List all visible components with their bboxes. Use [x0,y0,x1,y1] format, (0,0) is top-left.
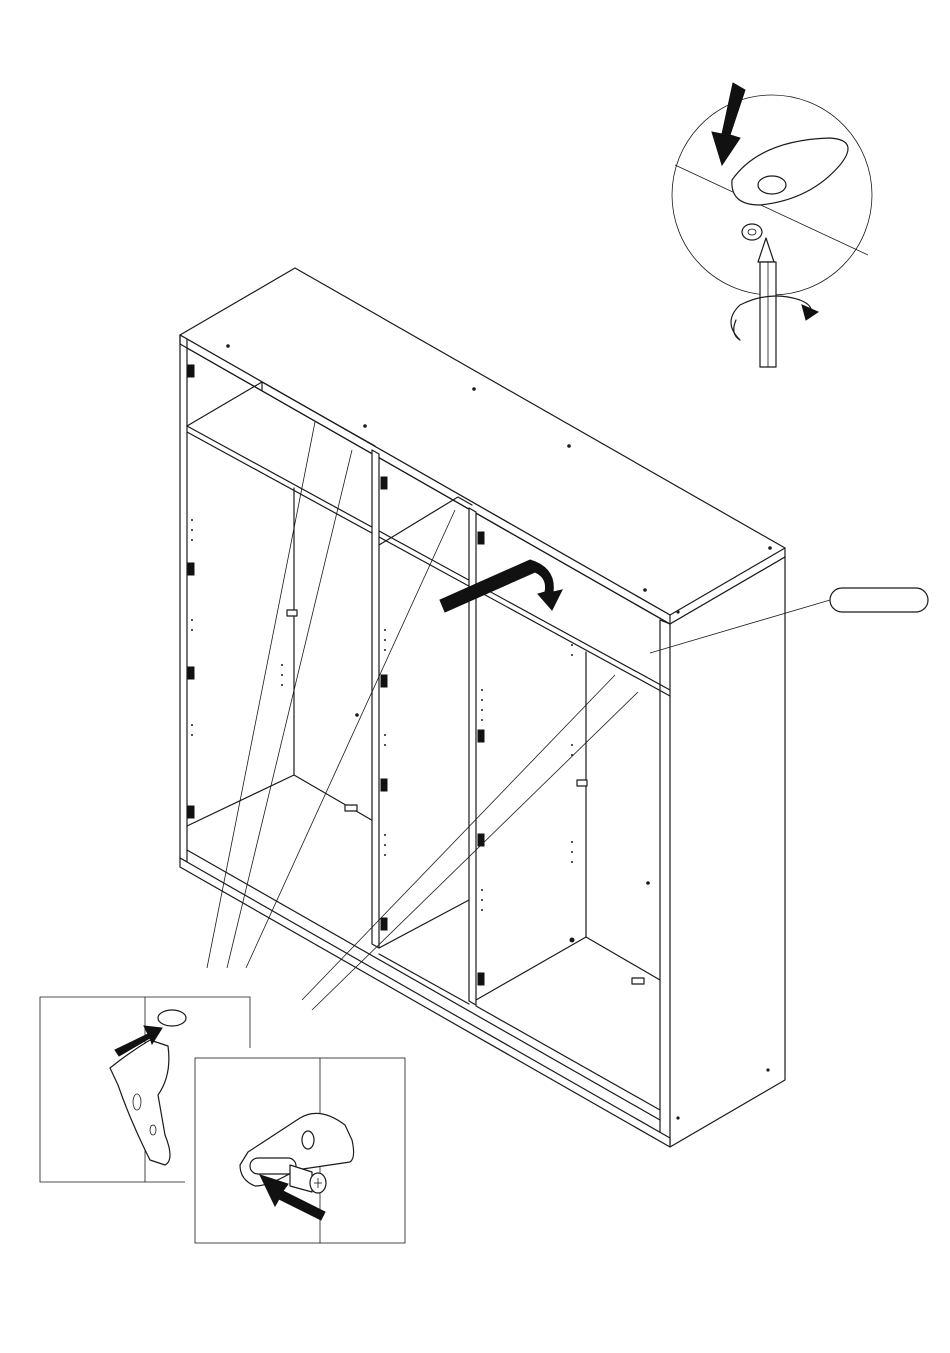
hinge-cap [158,1010,186,1026]
arrow-down-icon [712,83,745,165]
cover-cap [732,138,848,205]
detail-hinge-cap [40,997,250,1182]
cam-screw [742,224,762,240]
wardrobe-carcass [180,268,785,1147]
shelf-pin-holes [191,519,650,943]
hinge-bracket [110,1040,170,1165]
right-side-panel [670,557,785,1147]
detail-cam-cap [672,83,872,367]
screw-icon [290,1165,326,1193]
screwdriver-icon [758,238,776,367]
top-panel [180,268,785,615]
bottom-plinth [180,858,670,1147]
detail-shelf-support [195,1058,405,1243]
support-brackets [287,610,644,984]
center-divider [372,450,379,948]
right-divider [469,508,476,1005]
